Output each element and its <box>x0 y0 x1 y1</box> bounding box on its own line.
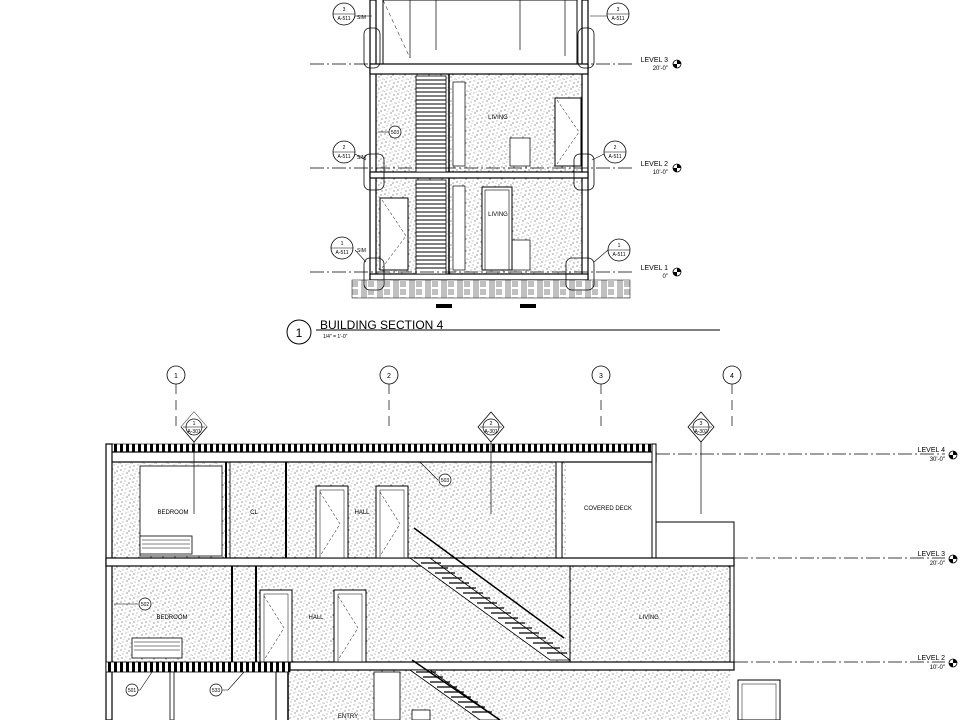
level-elevation: 20'-0" <box>653 66 668 72</box>
section-marker-sheet: A-301 <box>187 429 201 435</box>
level-label: LEVEL 3 <box>918 551 945 558</box>
level-marker-4-bottom: LEVEL 4 30'-0" <box>918 447 958 463</box>
detail-sheet: A-511 <box>613 252 626 258</box>
sim-label: SIM <box>357 15 366 21</box>
level-label: LEVEL 4 <box>918 447 945 454</box>
grid-label: 1 <box>174 373 178 380</box>
level-elevation: 30'-0" <box>930 457 945 463</box>
room-label-bedroom-lower: BEDROOM <box>156 615 187 621</box>
grid-label: 2 <box>387 373 391 380</box>
level-marker-1-top: LEVEL 1 0" <box>641 265 682 280</box>
keynote-tag-top: 503 <box>378 125 402 139</box>
detail-number: 2 <box>614 145 617 151</box>
section-marker-2: 2 A-301 <box>477 411 505 514</box>
section-marker-number: 3 <box>700 421 703 427</box>
detail-callout-left-2: 2 A-511 SIM <box>332 140 367 164</box>
keynote-tag-502: 502 <box>114 597 152 611</box>
room-label-hall-upper: HALL <box>354 510 370 516</box>
level-elevation: 10'-0" <box>653 170 668 176</box>
level-label: LEVEL 2 <box>918 655 945 662</box>
detail-number: 1 <box>618 243 621 249</box>
keynote-number: 503 <box>441 478 450 484</box>
keynote-tag-501: 501 <box>125 671 153 697</box>
room-label-closet: CL <box>250 510 258 516</box>
level-elevation: 20'-0" <box>930 561 945 567</box>
keynote-number: 501 <box>128 688 137 694</box>
detail-callout-right-3: 3 A-511 <box>590 2 630 26</box>
detail-number: 3 <box>343 7 346 13</box>
level-marker-2-top: LEVEL 2 10'-0" <box>641 161 682 176</box>
section-marker-3: 3 A-302 <box>687 411 715 514</box>
level-lines-top <box>310 63 635 273</box>
room-label-hall-lower: HALL <box>308 615 324 621</box>
section-marker-sheet: A-302 <box>694 429 708 435</box>
detail-callout-right-1: 1 A-511 <box>593 238 631 263</box>
section-title: BUILDING SECTION 4 <box>320 318 444 332</box>
room-label-entry: ENTRY <box>338 714 358 720</box>
room-label-living: LIVING <box>639 615 659 621</box>
level-elevation: 0" <box>663 274 668 280</box>
level-elevation: 10'-0" <box>930 665 945 671</box>
detail-sheet: A-511 <box>338 16 351 22</box>
room-label-living-lower: LIVING <box>488 212 508 218</box>
detail-callout-left-3: 3 A-511 SIM <box>332 2 372 26</box>
grid-bubble-1: 1 <box>166 365 186 385</box>
section-marker-number: 2 <box>490 421 493 427</box>
section-bottom <box>105 443 781 720</box>
grid-lines <box>175 384 733 430</box>
level-label: LEVEL 1 <box>641 265 668 272</box>
grid-bubble-4: 4 <box>722 365 742 385</box>
detail-sheet: A-511 <box>612 16 625 22</box>
keynote-number: 502 <box>141 602 150 608</box>
detail-number: 3 <box>617 7 620 13</box>
section-marker-number: 1 <box>193 421 196 427</box>
room-label-covered-deck: COVERED DECK <box>584 506 632 512</box>
detail-callout-right-2: 2 A-511 <box>591 140 627 164</box>
keynote-tag-533: 533 <box>209 671 245 697</box>
section-top <box>351 0 631 308</box>
level-label: LEVEL 3 <box>641 57 668 64</box>
detail-sheet: A-511 <box>336 250 349 256</box>
level-marker-2-bottom: LEVEL 2 10'-0" <box>918 655 958 671</box>
room-label-living-upper: LIVING <box>488 115 508 121</box>
room-label-bedroom-upper: BEDROOM <box>157 510 188 516</box>
sim-label: SIM <box>357 155 366 161</box>
sim-label: SIM <box>357 248 366 254</box>
section-title-block: 1 BUILDING SECTION 4 1/4" = 1'-0" <box>286 318 720 345</box>
level-lines-bottom <box>656 453 945 663</box>
detail-number: 1 <box>341 241 344 247</box>
grid-label: 3 <box>599 373 603 380</box>
level-marker-3-top: LEVEL 3 20'-0" <box>641 57 682 72</box>
section-scale: 1/4" = 1'-0" <box>323 334 348 340</box>
level-label: LEVEL 2 <box>641 161 668 168</box>
level-marker-3-bottom: LEVEL 3 20'-0" <box>918 551 958 567</box>
keynote-tag-503: 503 <box>419 461 452 487</box>
grid-bubble-2: 2 <box>379 365 399 385</box>
detail-number: 2 <box>343 145 346 151</box>
detail-callout-left-1: 1 A-511 SIM <box>330 236 367 263</box>
section-marker-sheet: A-301 <box>484 429 498 435</box>
section-marker-1: 1 A-301 <box>180 411 208 514</box>
detail-sheet: A-511 <box>609 154 622 160</box>
grid-bubble-3: 3 <box>591 365 611 385</box>
keynote-number: 503 <box>391 130 400 136</box>
grid-label: 4 <box>730 373 734 380</box>
detail-sheet: A-511 <box>338 154 351 160</box>
keynote-number: 533 <box>212 688 221 694</box>
section-number: 1 <box>296 326 303 340</box>
